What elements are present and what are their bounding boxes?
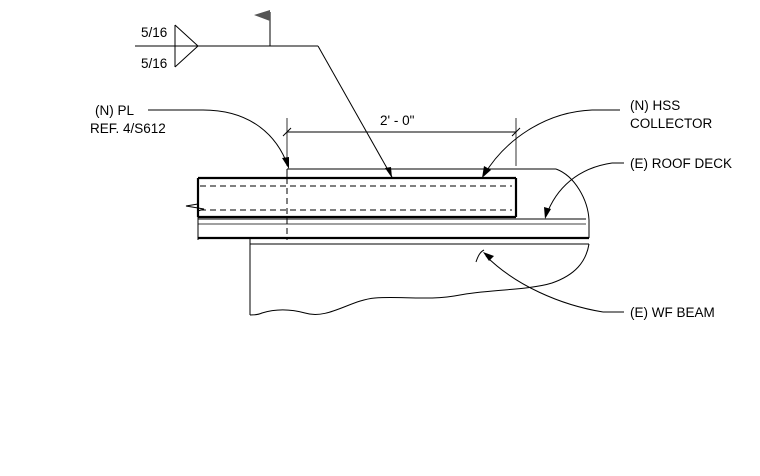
field-weld-flag-icon [254,10,270,21]
callout-hss-collector: (N) HSS COLLECTOR [482,98,713,178]
plate-label-line2: REF. 4/S612 [90,121,166,136]
dimension-2ft: 2' - 0" [282,113,521,166]
deck-break-curve [555,168,590,238]
new-plate [286,168,556,178]
weld-tail [174,24,199,68]
weld-symbol: 5/16 5/16 [135,10,393,178]
callout-roof-deck: (E) ROOF DECK [544,156,732,219]
dimension-label: 2' - 0" [380,113,415,128]
plate-label-line1: (N) PL [95,103,134,118]
weld-leader-line [317,45,393,178]
callout-wf-beam: (E) WF BEAM [475,249,715,320]
beam-break-curve [249,243,590,316]
plate-leader-line [202,109,289,167]
hss-label-line1: (N) HSS [630,98,680,113]
hss-label-line2: COLLECTOR [630,116,713,131]
hss-leader-line [483,109,593,176]
deck-arrowhead-icon [544,207,551,219]
weld-size-bottom: 5/16 [141,56,167,71]
roof-deck [197,168,590,240]
hss-collector [196,176,518,240]
beam-arrowhead-icon [483,252,494,261]
beam-leader-hook [475,249,485,263]
break-symbol [185,203,205,212]
weld-arrowhead-icon [385,167,392,178]
weld-size-top: 5/16 [141,25,167,40]
deck-leader-line [545,162,613,217]
break-line-icon [185,203,205,212]
hss-arrowhead-icon [482,166,491,178]
beam-label: (E) WF BEAM [630,305,715,320]
beam-leader-line [485,255,604,313]
dimension-tick-right [511,127,521,137]
deck-label: (E) ROOF DECK [630,156,732,171]
plate-arrowhead-icon [282,157,289,169]
dimension-tick-left [282,127,292,137]
wf-beam [249,238,590,316]
callout-new-plate: (N) PL REF. 4/S612 [90,103,289,169]
